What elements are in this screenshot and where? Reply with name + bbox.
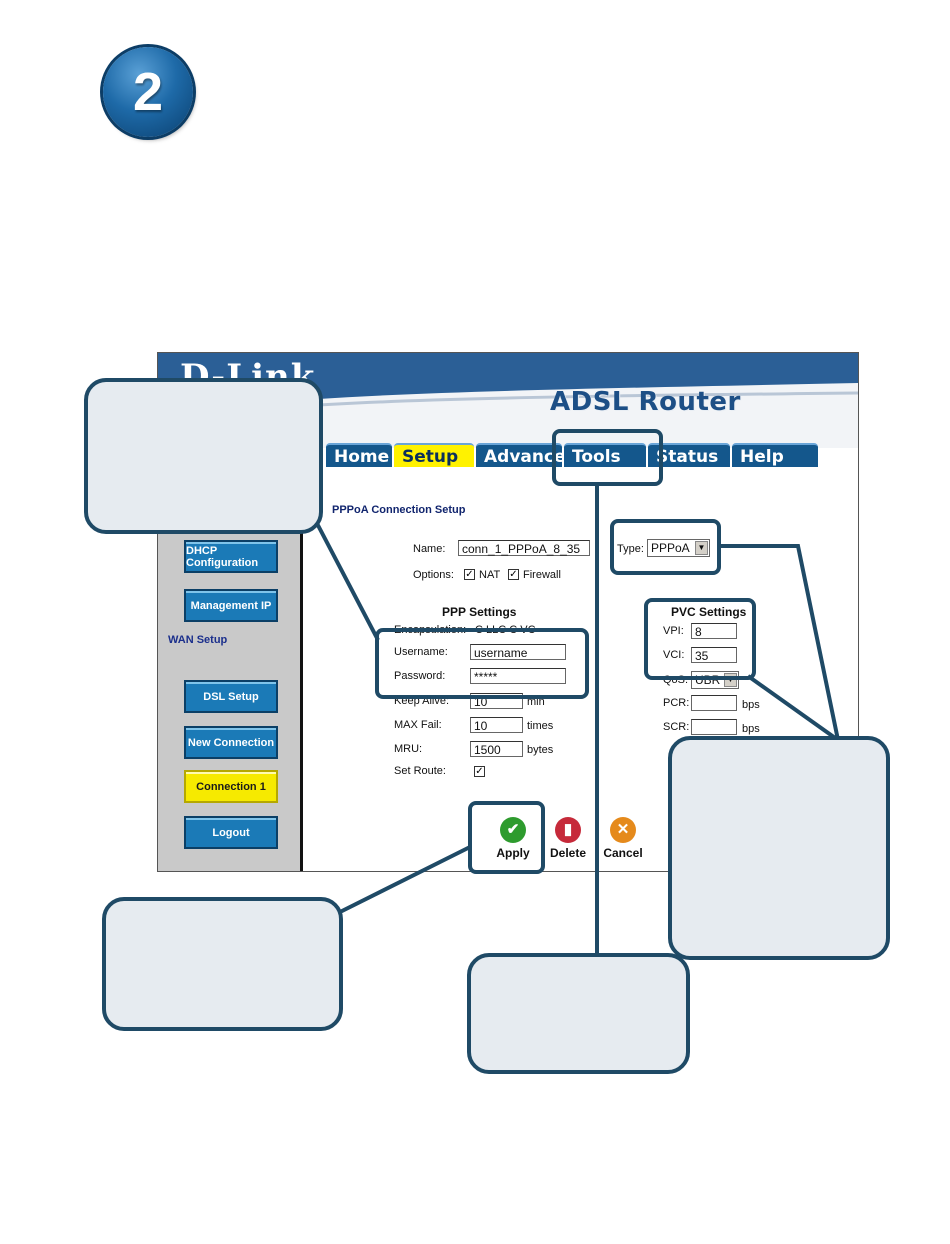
scr-label: SCR: xyxy=(663,721,690,733)
username-label: Username: xyxy=(394,646,448,658)
step-number: 2 xyxy=(132,62,164,122)
callout-box-bottom-center xyxy=(467,953,690,1074)
name-label: Name: xyxy=(413,543,446,555)
mru-label: MRU: xyxy=(394,743,423,755)
name-input[interactable]: conn_1_PPPoA_8_35 xyxy=(458,540,590,556)
pvc-settings-highlight xyxy=(644,598,756,680)
tools-tab-highlight xyxy=(552,429,663,486)
firewall-label: Firewall xyxy=(523,569,561,581)
router-title: ADSL Router xyxy=(550,387,741,417)
cancel-label: Cancel xyxy=(603,846,643,860)
apply-button-highlight xyxy=(468,801,545,874)
credentials-highlight xyxy=(375,628,589,699)
callout-box-top-left xyxy=(84,378,323,534)
scr-unit: bps xyxy=(742,723,760,735)
trash-icon: ▮ xyxy=(555,817,581,843)
checkbox-checked-icon: ✓ xyxy=(475,766,484,777)
wan-setup-label: WAN Setup xyxy=(168,634,228,646)
checkbox-checked-icon: ✓ xyxy=(509,569,518,580)
vpi-label: VPI: xyxy=(663,625,684,637)
pcr-unit: bps xyxy=(742,699,760,711)
mru-unit: bytes xyxy=(527,744,554,756)
tab-advance[interactable]: Advance xyxy=(476,443,566,467)
section-title: PPPoA Connection Setup xyxy=(332,504,466,516)
scr-input[interactable] xyxy=(691,719,737,735)
tab-home[interactable]: Home xyxy=(326,443,392,467)
tab-setup[interactable]: Setup xyxy=(394,443,474,467)
vci-label: VCI: xyxy=(663,649,685,661)
type-select[interactable]: PPPoA ▼ xyxy=(647,539,710,557)
sidebar-divider xyxy=(300,448,303,871)
delete-label: Delete xyxy=(549,846,587,860)
sidebar-management-ip-button[interactable]: Management IP xyxy=(184,589,278,622)
callout-box-bottom-left xyxy=(102,897,343,1031)
firewall-checkbox[interactable]: ✓ xyxy=(508,569,519,580)
x-icon: ✕ xyxy=(610,817,636,843)
type-label: Type: xyxy=(617,543,644,555)
type-select-highlight xyxy=(610,519,721,575)
main-tabs: Home Setup Advance Tools Status Help xyxy=(326,443,818,467)
vci-input[interactable]: 35 xyxy=(691,647,737,663)
tab-help[interactable]: Help xyxy=(732,443,818,467)
callout-box-right xyxy=(668,736,890,960)
options-label: Options: xyxy=(413,569,454,581)
nat-checkbox[interactable]: ✓ xyxy=(464,569,475,580)
sidebar-new-connection-button[interactable]: New Connection xyxy=(184,726,278,759)
max-fail-unit: times xyxy=(527,720,554,732)
delete-button[interactable]: ▮ Delete xyxy=(546,817,590,860)
nat-label: NAT xyxy=(479,569,501,581)
type-select-value: PPPoA xyxy=(651,541,690,555)
sidebar-dhcp-configuration-button[interactable]: DHCP Configuration xyxy=(184,540,278,573)
max-fail-input[interactable]: 10 xyxy=(470,717,523,733)
max-fail-label: MAX Fail: xyxy=(394,719,442,731)
apply-button[interactable]: ✔ Apply xyxy=(491,817,535,860)
sidebar-dsl-setup-button[interactable]: DSL Setup xyxy=(184,680,278,713)
step-number-badge: 2 xyxy=(103,47,193,137)
sidebar-logout-button[interactable]: Logout xyxy=(184,816,278,849)
keep-alive-unit: min xyxy=(527,696,545,708)
sidebar-connection-1-button[interactable]: Connection 1 xyxy=(184,770,278,803)
ppp-settings-header: PPP Settings xyxy=(442,605,517,619)
username-input[interactable]: username xyxy=(470,644,566,660)
checkbox-checked-icon: ✓ xyxy=(465,569,474,580)
password-input[interactable]: ***** xyxy=(470,668,566,684)
pcr-label: PCR: xyxy=(663,697,690,709)
password-label: Password: xyxy=(394,670,446,682)
tab-tools[interactable]: Tools xyxy=(564,443,646,467)
dropdown-arrow-icon: ▼ xyxy=(695,541,708,555)
set-route-checkbox[interactable]: ✓ xyxy=(474,766,485,777)
set-route-label: Set Route: xyxy=(394,765,446,777)
check-icon: ✔ xyxy=(500,817,526,843)
pvc-settings-header: PVC Settings xyxy=(671,605,747,619)
vpi-input[interactable]: 8 xyxy=(691,623,737,639)
cancel-button[interactable]: ✕ Cancel xyxy=(601,817,645,860)
apply-label: Apply xyxy=(496,846,530,860)
mru-input[interactable]: 1500 xyxy=(470,741,523,757)
pcr-input[interactable] xyxy=(691,695,737,711)
